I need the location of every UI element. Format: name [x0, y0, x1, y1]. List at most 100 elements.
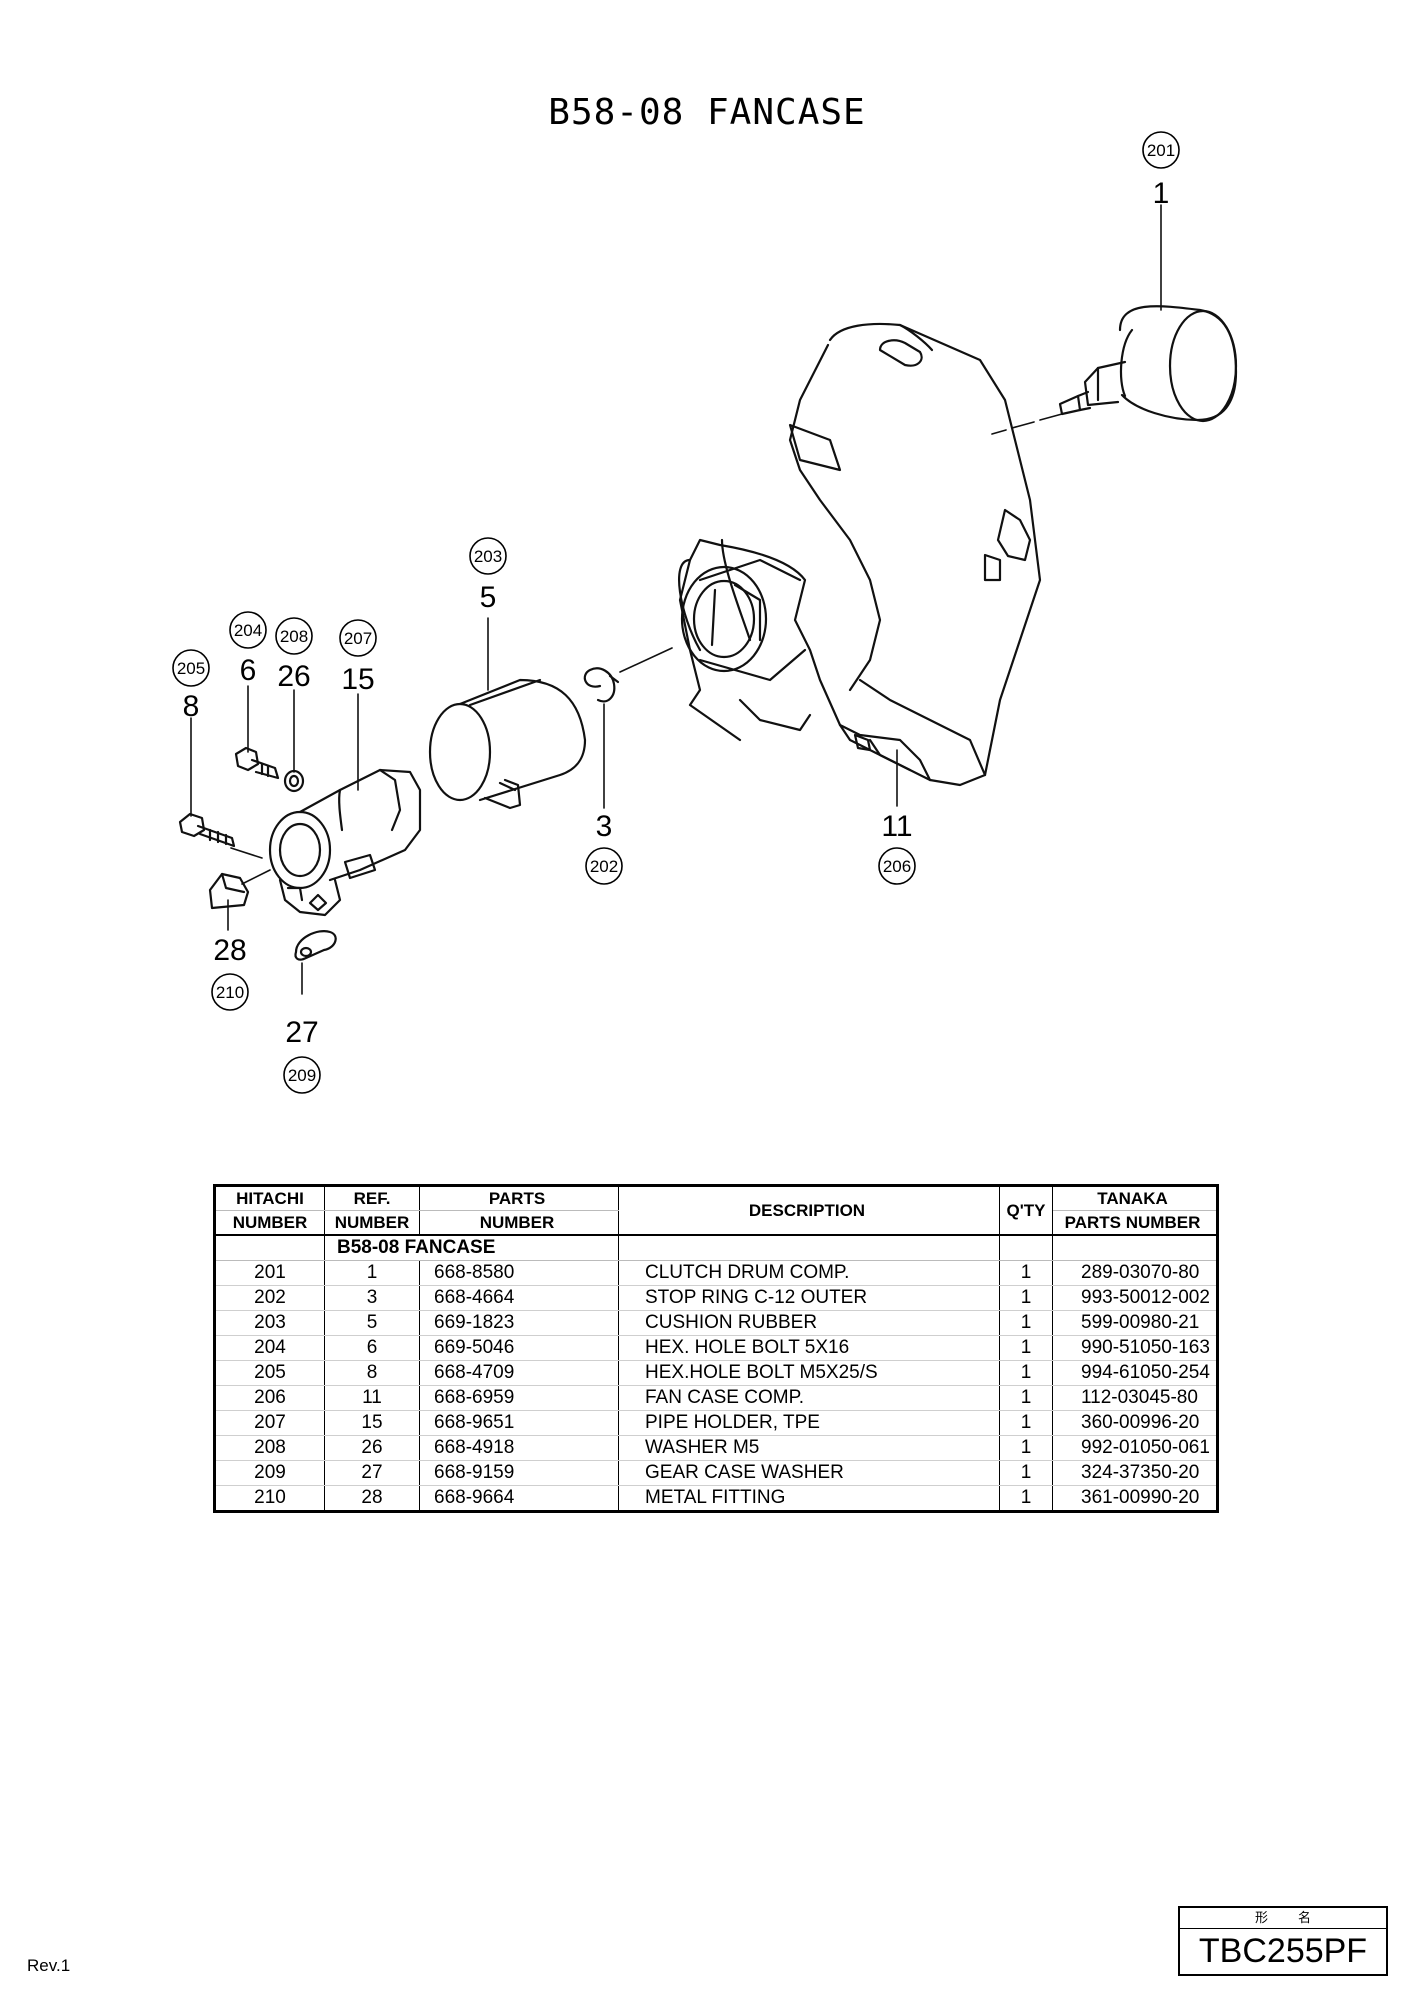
cell-hitachi-number: 209: [214, 1460, 325, 1486]
cell-description: HEX. HOLE BOLT 5X16: [618, 1335, 1000, 1361]
cell-parts-number: 668-9159: [419, 1460, 619, 1486]
callout-hitachi-number: 207: [344, 629, 372, 648]
cell-qty: 1: [999, 1485, 1053, 1512]
cell-hitachi-number: 204: [214, 1335, 325, 1361]
cell-qty: 1: [999, 1410, 1053, 1436]
cell-hitachi-number: 201: [214, 1260, 325, 1286]
parts-list-table: HITACHI REF. PARTS DESCRIPTION Q'TY TANA…: [213, 1184, 1219, 1513]
cell-description: PIPE HOLDER, TPE: [618, 1410, 1000, 1436]
callout-hitachi-number: 201: [1147, 141, 1175, 160]
table-row: 205 8 668-4709 HEX.HOLE BOLT M5X25/S 1 9…: [214, 1360, 1218, 1386]
callout-ref-number: 8: [183, 690, 200, 723]
cell-ref-number: 6: [324, 1335, 420, 1361]
table-row: 202 3 668-4664 STOP RING C-12 OUTER 1 99…: [214, 1285, 1218, 1311]
model-name-box: 形名 TBC255PF: [1178, 1906, 1388, 1976]
table-header-row: NUMBER NUMBER NUMBER PARTS NUMBER: [214, 1210, 1218, 1236]
page-title: B58-08 FANCASE: [548, 92, 866, 133]
cell-parts-number: 668-4709: [419, 1360, 619, 1386]
cell-description: HEX.HOLE BOLT M5X25/S: [618, 1360, 1000, 1386]
cell-hitachi-number: 210: [214, 1485, 325, 1512]
pipe-holder-part: [268, 768, 422, 917]
cell-ref-number: 28: [324, 1485, 420, 1512]
header-ref-number: NUMBER: [324, 1210, 420, 1236]
callout-ref-number: 5: [480, 581, 497, 614]
cell-tanaka-parts-number: 361-00990-20: [1081, 1487, 1200, 1508]
callout-hitachi-number: 203: [474, 547, 502, 566]
cell-parts-number: 668-9664: [419, 1485, 619, 1512]
callout-hitachi-number: 209: [288, 1066, 316, 1085]
header-parts-number: NUMBER: [419, 1210, 619, 1236]
callout-ref-number: 15: [341, 663, 374, 696]
cell-parts-number: 669-1823: [419, 1310, 619, 1336]
hex-hole-bolt-m5x25-part: [178, 812, 236, 848]
table-row: 206 11 668-6959 FAN CASE COMP. 1 112-030…: [214, 1385, 1218, 1411]
cell-qty: 1: [999, 1285, 1053, 1311]
cell-tanaka-parts-number: 599-00980-21: [1052, 1310, 1218, 1336]
header-hitachi-number: NUMBER: [214, 1210, 325, 1236]
callout-ref-number: 27: [285, 1016, 318, 1049]
cell-hitachi-number: 208: [214, 1435, 325, 1461]
table-header-row: HITACHI REF. PARTS DESCRIPTION Q'TY TANA…: [214, 1185, 1218, 1236]
cell-qty: 1: [999, 1460, 1053, 1486]
header-ref-number: REF.: [324, 1185, 420, 1211]
exploded-parts-diagram: 201 1 203 5 204 6 208 26 207 15 205 8 3 …: [172, 131, 1238, 1094]
cell-description: CUSHION RUBBER: [618, 1310, 1000, 1336]
leader-lines: [190, 204, 1162, 995]
model-name-value: TBC255PF: [1198, 1932, 1368, 1970]
cell-ref-number: 8: [324, 1360, 420, 1386]
section-title-row: B58-08 FANCASE: [214, 1235, 1218, 1261]
cell-tanaka-parts-number: 994-61050-254: [1052, 1360, 1218, 1386]
cell-tanaka-parts-number: 993-50012-002: [1052, 1285, 1218, 1311]
revision-label: Rev.1: [27, 1956, 71, 1975]
cell-ref-number: 15: [324, 1410, 420, 1436]
hex-hole-bolt-5x16-part: [234, 746, 280, 780]
cell-ref-number: 26: [324, 1435, 420, 1461]
cell-description: WASHER M5: [618, 1435, 1000, 1461]
callout-hitachi-number: 208: [280, 627, 308, 646]
fan-case-part: [678, 322, 1042, 787]
stop-ring-part: [583, 667, 620, 703]
clutch-drum-part: [1058, 305, 1238, 423]
cell-description: FAN CASE COMP.: [618, 1385, 1000, 1411]
cell-hitachi-number: 205: [214, 1360, 325, 1386]
cell-tanaka-parts-number: 360-00996-20: [1052, 1410, 1218, 1436]
callout-ref-number: 26: [277, 660, 310, 693]
fan-case-outlet: [680, 558, 807, 682]
cell-tanaka-parts-number: 112-03045-80: [1052, 1385, 1218, 1411]
callout-ref-number: 6: [240, 654, 257, 687]
cell-description: CLUTCH DRUM COMP.: [618, 1260, 1000, 1286]
header-description: DESCRIPTION: [618, 1185, 1000, 1236]
header-qty: Q'TY: [999, 1185, 1053, 1236]
cell-qty: 1: [999, 1435, 1053, 1461]
cell-hitachi-number: 203: [214, 1310, 325, 1336]
cushion-rubber-part: [428, 678, 587, 810]
header-parts-number: PARTS: [419, 1185, 619, 1211]
cell-qty: 1: [999, 1335, 1053, 1361]
cell-ref-number: 27: [324, 1460, 420, 1486]
cell-parts-number: 668-9651: [419, 1410, 619, 1436]
callout-hitachi-number: 204: [234, 621, 262, 640]
table-row: 208 26 668-4918 WASHER M5 1 992-01050-06…: [214, 1435, 1218, 1461]
callout-ref-number: 28: [213, 934, 246, 967]
header-tanaka-parts-number: PARTS NUMBER: [1052, 1210, 1218, 1236]
cell-ref-number: 3: [324, 1285, 420, 1311]
table-row: 207 15 668-9651 PIPE HOLDER, TPE 1 360-0…: [214, 1410, 1218, 1436]
table-row: 203 5 669-1823 CUSHION RUBBER 1 599-0098…: [214, 1310, 1218, 1336]
cell-hitachi-number: 207: [214, 1410, 325, 1436]
cell-description: GEAR CASE WASHER: [618, 1460, 1000, 1486]
cell-parts-number: 669-5046: [419, 1335, 619, 1361]
cell-hitachi-number: 202: [214, 1285, 325, 1311]
cell-qty: 1: [999, 1360, 1053, 1386]
callout-hitachi-number: 202: [590, 857, 618, 876]
cell-ref-number: 1: [324, 1260, 420, 1286]
cell-tanaka-parts-number: 289-03070-80: [1052, 1260, 1218, 1286]
table-row: 210 28 668-9664 METAL FITTING 1 361-0099…: [214, 1485, 1218, 1512]
cell-tanaka-parts-number: 992-01050-061: [1052, 1435, 1218, 1461]
cell-hitachi-number: 206: [214, 1385, 325, 1411]
cell-parts-number: 668-4664: [419, 1285, 619, 1311]
washer-m5-part: [283, 769, 305, 793]
cell-tanaka-parts-number: 990-51050-163: [1052, 1335, 1218, 1361]
cell-description: METAL FITTING: [618, 1485, 1000, 1512]
metal-fitting-part: [208, 872, 250, 910]
cell-qty: 1: [999, 1310, 1053, 1336]
